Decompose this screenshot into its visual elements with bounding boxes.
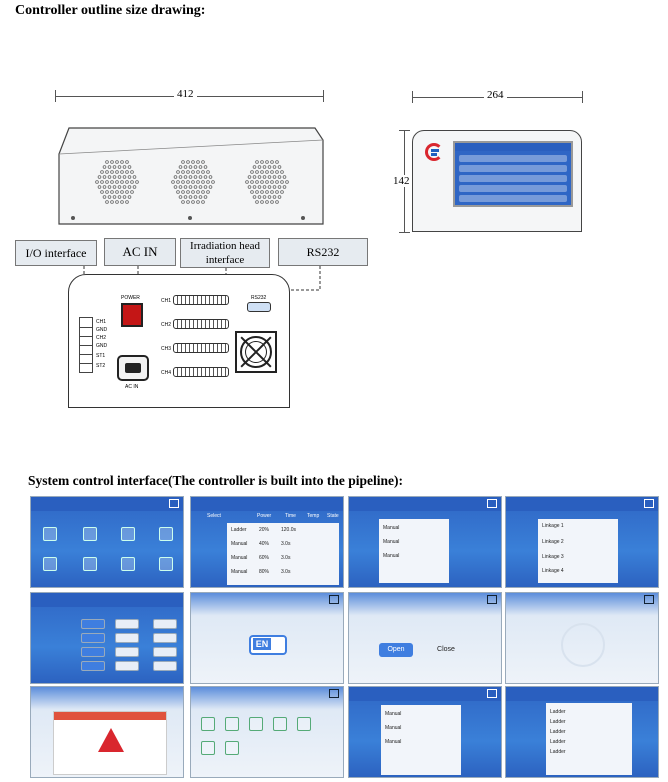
power-cell: 60%	[259, 555, 270, 561]
time-cell: 3.0s	[281, 541, 291, 547]
io-pin-label: CH1	[96, 319, 107, 325]
linkage-cell: Linkage 4	[542, 568, 564, 574]
depth-dim-tick-left	[412, 91, 413, 103]
io-pin-label: ST2	[96, 363, 106, 369]
screen-manual-table: Manual Manual Manual	[348, 686, 502, 778]
screen-ladder-table: Select Power Time Temp State Ladder Manu…	[190, 496, 344, 588]
width-dim-tick-right	[323, 90, 324, 102]
ac-inlet	[117, 355, 149, 381]
rs232-port	[247, 302, 271, 312]
mode-cell: Manual	[383, 539, 400, 545]
rs232-port-label: RS232	[251, 295, 267, 301]
io-pin-label: CH2	[96, 335, 107, 341]
screen-language: EN	[190, 592, 344, 684]
screen-ladder-list: Ladder Ladder Ladder Ladder Ladder	[505, 686, 659, 778]
io-terminal-strip	[79, 317, 93, 373]
time-cell: 3.0s	[281, 555, 291, 561]
system-heading: System control interface(The controller …	[28, 473, 403, 488]
controller-front-view	[412, 130, 582, 232]
io-pin-label: GND	[96, 343, 108, 349]
db25-connector	[173, 319, 229, 329]
outline-heading: Controller outline size drawing:	[15, 3, 206, 18]
brand-logo	[425, 143, 443, 161]
col-header: Temp	[307, 513, 320, 519]
mode-cell: Manual	[385, 725, 402, 731]
ac-in-label: AC IN	[104, 238, 176, 266]
height-dim-tick-top	[399, 130, 410, 131]
screen-main-menu	[30, 496, 184, 588]
fan-grille	[235, 331, 277, 373]
mode-cell: Ladder	[550, 719, 566, 725]
linkage-cell: Linkage 1	[542, 523, 564, 529]
screen-blank	[505, 592, 659, 684]
mode-cell: Manual	[385, 711, 402, 717]
controller-side-view	[58, 127, 324, 225]
col-header: Power	[257, 513, 272, 519]
warning-icon	[98, 728, 124, 752]
back-panel: CH1 GND CH2 GND ST1 ST2 POWER AC IN CH1 …	[68, 274, 290, 408]
channel-label: CH3	[161, 346, 172, 352]
mode-cell: Manual	[231, 569, 248, 575]
db25-connector	[173, 295, 229, 305]
channel-label: CH1	[161, 298, 172, 304]
ac-in-port-label: AC IN	[125, 384, 139, 390]
mode-cell: Manual	[385, 739, 402, 745]
mode-cell: Manual	[231, 541, 248, 547]
linkage-cell: Linkage 2	[542, 539, 564, 545]
mode-cell: Ladder	[550, 729, 566, 735]
screen-linkage: Linkage 1 Linkage 2 Linkage 3 Linkage 4	[505, 496, 659, 588]
mode-cell: Ladder	[550, 749, 566, 755]
col-header: Select	[207, 513, 221, 519]
db25-connector	[173, 367, 229, 377]
io-pin-label: ST1	[96, 353, 106, 359]
width-dim-tick-left	[55, 90, 56, 102]
irradiation-head-label: Irradiation head interface	[180, 238, 270, 268]
col-header: State	[327, 513, 339, 519]
mode-cell: Manual	[383, 553, 400, 559]
channel-label: CH2	[161, 322, 172, 328]
leader-lines	[83, 266, 321, 354]
screen-factory-reset	[30, 686, 184, 778]
power-cell: 20%	[259, 527, 270, 533]
screen-sound: Open Close	[348, 592, 502, 684]
io-interface-label: I/O interface	[15, 240, 97, 266]
language-en-button: EN	[249, 635, 287, 655]
db25-connector	[173, 343, 229, 353]
width-dim-label: 412	[174, 88, 197, 100]
depth-dim-tick-right	[582, 91, 583, 103]
power-cell: 40%	[259, 541, 270, 547]
close-button: Close	[437, 646, 455, 653]
mode-cell: Manual	[383, 525, 400, 531]
mode-cell: Ladder	[550, 709, 566, 715]
rs232-label: RS232	[278, 238, 368, 266]
mode-cell: Ladder	[231, 527, 247, 533]
time-cell: 120.0s	[281, 527, 297, 533]
front-touch-screen	[453, 141, 573, 207]
time-cell: 3.0s	[281, 569, 291, 575]
screen-manual-settings: Manual Manual Manual	[348, 496, 502, 588]
height-dim-tick-bottom	[399, 232, 410, 233]
power-label: POWER	[121, 295, 140, 301]
depth-dim-label: 264	[484, 89, 507, 101]
height-dim-label: 142	[390, 175, 413, 187]
linkage-cell: Linkage 3	[542, 554, 564, 560]
mode-cell: Manual	[231, 555, 248, 561]
io-pin-label: GND	[96, 327, 108, 333]
screen-io-buttons	[30, 592, 184, 684]
mode-cell: Ladder	[550, 739, 566, 745]
power-switch	[121, 303, 143, 327]
power-cell: 80%	[259, 569, 270, 575]
screen-system-settings	[190, 686, 344, 778]
col-header: Time	[285, 513, 296, 519]
open-button: Open	[379, 643, 413, 657]
channel-label: CH4	[161, 370, 172, 376]
